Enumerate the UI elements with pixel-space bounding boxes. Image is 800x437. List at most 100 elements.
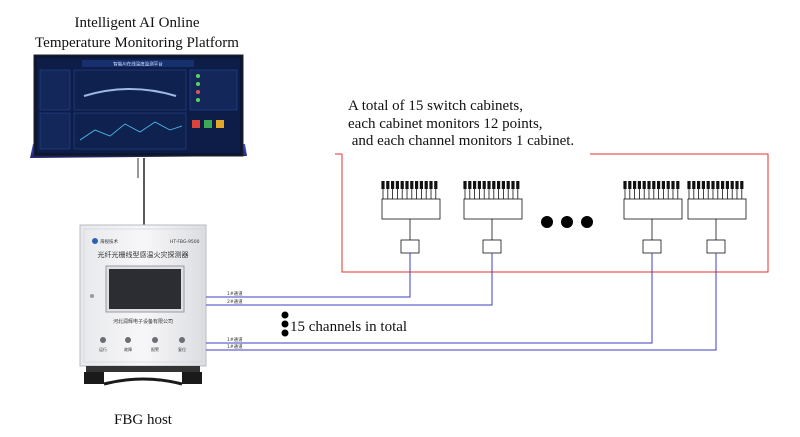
ellipsis-dot	[541, 216, 553, 228]
fault-indicator	[125, 337, 131, 343]
button-label: 运行	[99, 346, 107, 352]
fiber-channel-2	[206, 253, 493, 306]
cabinet-body	[687, 198, 747, 220]
temperature-probe	[434, 181, 438, 189]
button-label: 复位	[178, 346, 186, 352]
switch-cabinets	[381, 181, 747, 254]
status-tile	[204, 120, 212, 128]
channel-ellipsis-dot	[281, 311, 289, 319]
channel-ellipsis-dot	[281, 329, 289, 337]
cabinet-body	[381, 198, 441, 220]
monitor: 智能AI在线温度监测平台	[30, 54, 247, 178]
host-brand: 海视技术	[100, 238, 118, 245]
dashboard-title: 智能AI在线温度监测平台	[113, 61, 163, 68]
fiber-channel-15	[206, 253, 717, 351]
temperature-probe	[652, 181, 656, 189]
alarm-tile	[192, 120, 200, 128]
channel-label: 1#通道	[227, 290, 243, 297]
host-company: 河北润辉电子设备有限公司	[113, 318, 173, 325]
channel-label: 2#通道	[227, 298, 243, 305]
temperature-probe	[482, 181, 486, 189]
dashboard-panel-left-bottom	[39, 112, 71, 150]
trend-line	[79, 121, 183, 141]
temperature-probe	[661, 181, 665, 189]
temperature-probe	[477, 181, 481, 189]
temperature-probe	[711, 181, 715, 189]
splitter-box	[482, 239, 502, 254]
temperature-probe	[628, 181, 632, 189]
temperature-probe	[506, 181, 510, 189]
status-dot	[196, 98, 200, 102]
temperature-probe	[511, 181, 515, 189]
temperature-probe	[468, 181, 472, 189]
temperature-probe	[637, 181, 641, 189]
temperature-probe	[487, 181, 491, 189]
switch-cabinet	[381, 181, 441, 254]
switch-cabinet	[687, 181, 747, 254]
dashboard-panel-center-bottom	[73, 112, 187, 150]
reset-button	[179, 337, 185, 343]
channel-label: 1#通道	[227, 336, 243, 343]
temperature-probe	[405, 181, 409, 189]
switch-cabinet	[623, 181, 683, 254]
fiber-channels: 1#通道 2#通道 1#通道 1#通道	[206, 253, 717, 351]
splitter-box	[642, 239, 662, 254]
run-indicator	[100, 337, 106, 343]
brand-logo	[92, 238, 98, 244]
alarm-indicator	[152, 337, 158, 343]
temperature-probe	[516, 181, 520, 189]
temperature-probe	[419, 181, 423, 189]
temperature-probe	[692, 181, 696, 189]
splitter-box	[706, 239, 726, 254]
status-dot	[196, 82, 200, 86]
temperature-probe	[671, 181, 675, 189]
touch-screen	[109, 269, 181, 309]
temperature-probe	[395, 181, 399, 189]
temperature-probe	[687, 181, 691, 189]
temperature-probe	[716, 181, 720, 189]
dashboard-header	[82, 60, 194, 67]
temperature-probe	[666, 181, 670, 189]
temperature-probe	[725, 181, 729, 189]
note-line2: each cabinet monitors 12 points,	[348, 116, 543, 132]
host-model: HT-FBG-9500	[170, 239, 200, 245]
temperature-probe	[701, 181, 705, 189]
warning-tile	[216, 120, 224, 128]
temperature-probe	[424, 181, 428, 189]
temperature-probe	[429, 181, 433, 189]
ellipsis-dot	[581, 216, 593, 228]
temperature-probe	[697, 181, 701, 189]
cabinet-body	[623, 198, 683, 220]
switch-cabinet	[463, 181, 523, 254]
temperature-probe	[386, 181, 390, 189]
channel-ellipsis-dot	[281, 320, 289, 328]
note-line1: A total of 15 switch cabinets,	[348, 98, 523, 114]
host-label: FBG host	[114, 412, 173, 428]
temperature-probe	[473, 181, 477, 189]
temperature-probe	[492, 181, 496, 189]
fbg-host: 海视技术 HT-FBG-9500 光纤光栅线型感温火灾探测器 河北润辉电子设备有…	[79, 224, 207, 386]
note-line3: and each channel monitors 1 cabinet.	[348, 133, 574, 149]
splitter-box	[400, 239, 420, 254]
channel-label: 1#通道	[227, 343, 243, 350]
fiber-channel-1	[206, 253, 411, 298]
temperature-probe	[633, 181, 637, 189]
host-buttons: 运行 故障 报警 复位	[99, 337, 186, 352]
ellipsis-dot	[561, 216, 573, 228]
temperature-probe	[735, 181, 739, 189]
cabinet-body	[463, 198, 523, 220]
door-lock	[90, 294, 94, 298]
temperature-probe	[721, 181, 725, 189]
button-label: 报警	[151, 346, 159, 352]
host-stand	[103, 377, 183, 386]
temperature-probe	[657, 181, 661, 189]
dashboard-panel-left	[39, 69, 71, 111]
temperature-probe	[497, 181, 501, 189]
fiber-channel-14	[206, 253, 653, 344]
temperature-probe	[381, 181, 385, 189]
monitor-title-line2: Temperature Monitoring Platform	[35, 35, 239, 51]
temperature-probe	[647, 181, 651, 189]
status-dot	[196, 90, 200, 94]
temperature-probe	[463, 181, 467, 189]
temperature-probe	[740, 181, 744, 189]
